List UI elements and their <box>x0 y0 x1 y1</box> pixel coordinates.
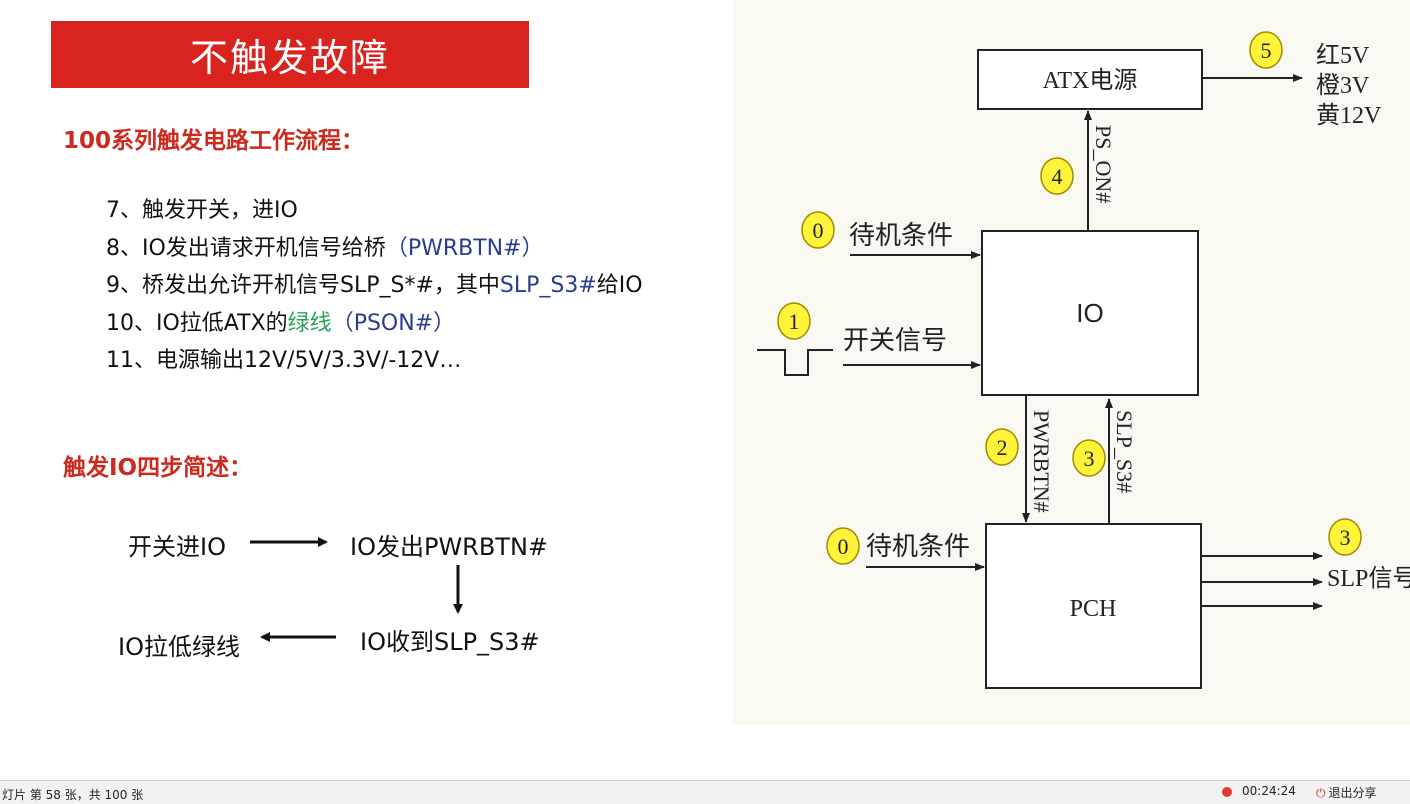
io-block <box>981 230 1199 396</box>
step-list: 7、触发开关，进IO 8、IO发出请求开机信号给桥（PWRBTN#） 9、桥发出… <box>106 192 643 380</box>
circuit-diagram: ATX电源 IO PCH 红5V 橙3V 黄12V PS_ON# 待机条件 开关… <box>757 31 1410 689</box>
svg-text:5: 5 <box>1261 38 1272 63</box>
svg-text:3: 3 <box>1084 446 1095 471</box>
step-item: 10、IO拉低ATX的绿线（PSON#） <box>106 310 456 336</box>
slp-s3-label: SLP_S3# <box>1112 410 1137 493</box>
step-item: 11、电源输出12V/5V/3.3V/-12V… <box>106 348 462 373</box>
marker-0-pch: 0 <box>826 527 860 565</box>
status-bar: 灯片 第 58 张，共 100 张 00:24:24 ⏻退出分享 <box>0 780 1410 804</box>
marker-0-io: 0 <box>801 211 835 249</box>
svg-text:4: 4 <box>1052 164 1063 189</box>
pch-block <box>985 523 1202 689</box>
switch-label: 开关信号 <box>843 326 947 355</box>
ps-on-label: PS_ON# <box>1091 125 1116 203</box>
slp-output-label: SLP信号 <box>1327 565 1410 592</box>
output-orange: 橙3V <box>1316 72 1370 99</box>
power-icon: ⏻ <box>1316 786 1326 800</box>
marker-2: 2 <box>985 428 1019 466</box>
svg-text:3: 3 <box>1340 525 1351 550</box>
io-label: IO <box>1076 298 1103 328</box>
flow-arrows <box>250 537 463 642</box>
slide-counter: 灯片 第 58 张，共 100 张 <box>2 788 144 802</box>
flow-step-pwrbtn: IO发出PWRBTN# <box>350 533 549 561</box>
exit-share-label: 退出分享 <box>1328 786 1377 800</box>
flow-step-switch: 开关进IO <box>128 533 226 561</box>
marker-5: 5 <box>1249 31 1283 69</box>
standby-io-label: 待机条件 <box>849 221 953 250</box>
step-item: 7、触发开关，进IO <box>106 198 298 223</box>
svg-text:0: 0 <box>813 218 824 243</box>
svg-text:0: 0 <box>838 534 849 559</box>
svg-text:1: 1 <box>789 309 800 334</box>
marker-3-io: 3 <box>1072 439 1106 477</box>
step-item: 9、桥发出允许开机信号SLP_S*#，其中SLP_S3#给IO <box>106 273 643 298</box>
flow-step-green-line: IO拉低绿线 <box>118 633 240 661</box>
exit-share-button[interactable]: ⏻退出分享 <box>1316 784 1377 801</box>
step-item: 8、IO发出请求开机信号给桥（PWRBTN#） <box>106 235 544 261</box>
section-heading-workflow: 100系列触发电路工作流程： <box>63 128 365 154</box>
output-red: 红5V <box>1316 42 1370 69</box>
svg-text:2: 2 <box>997 435 1008 460</box>
marker-1: 1 <box>777 302 811 340</box>
recording-indicator-icon <box>1222 787 1232 797</box>
pwrbtn-label: PWRBTN# <box>1029 410 1054 513</box>
pch-label: PCH <box>1070 596 1117 622</box>
atx-block <box>977 49 1203 110</box>
marker-4: 4 <box>1040 157 1074 195</box>
share-timer: 00:24:24 <box>1242 784 1296 798</box>
slide: 不触发故障 100系列触发电路工作流程： 7、触发开关，进IO 8、IO发出请求… <box>51 0 1410 725</box>
atx-label: ATX电源 <box>1043 67 1138 94</box>
flow-step-slp: IO收到SLP_S3# <box>360 628 540 656</box>
title-banner: 不触发故障 <box>51 21 529 88</box>
output-yellow: 黄12V <box>1316 102 1382 129</box>
standby-pch-label: 待机条件 <box>866 532 970 561</box>
slide-title: 不触发故障 <box>189 36 390 80</box>
section-heading-summary: 触发IO四步简述： <box>63 455 253 481</box>
marker-3-pch: 3 <box>1328 518 1362 556</box>
switch-pulse-icon <box>757 349 833 376</box>
